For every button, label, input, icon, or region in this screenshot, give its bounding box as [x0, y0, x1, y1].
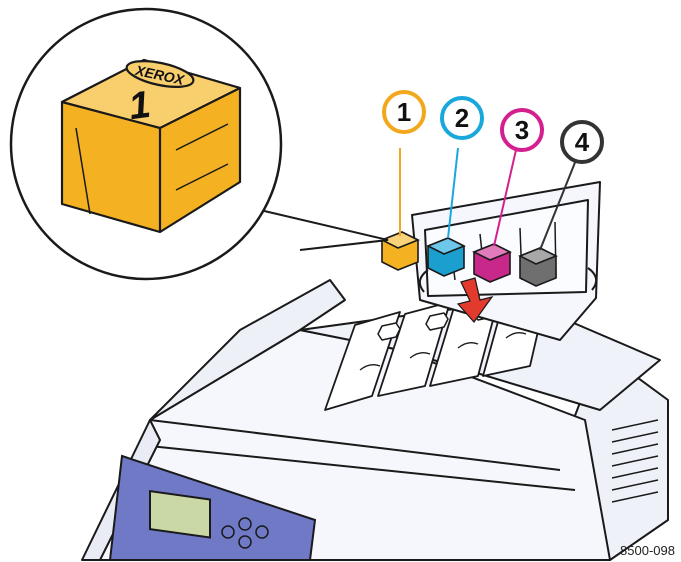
callout-3-label: 3	[515, 115, 529, 145]
zoom-bubble: XEROX 1	[9, 7, 389, 281]
callout-3: 3	[500, 108, 544, 152]
figure-code: 8500-098	[620, 543, 675, 558]
callout-1: 1	[382, 90, 426, 134]
callout-1-label: 1	[397, 97, 411, 127]
ink-stick-magenta	[472, 243, 512, 283]
ink-stick-yellow	[380, 231, 420, 271]
zoom-ink-stick	[60, 58, 242, 234]
control-panel	[108, 454, 317, 561]
callout-4-label: 4	[575, 127, 590, 157]
ink-stick-cyan	[426, 237, 466, 277]
callout-2: 2	[440, 96, 484, 140]
callout-2-label: 2	[455, 103, 469, 133]
callout-leaders	[399, 147, 577, 251]
ink-stick-black	[518, 247, 558, 287]
insertion-arrow	[456, 277, 494, 323]
callout-4: 4	[560, 120, 604, 164]
